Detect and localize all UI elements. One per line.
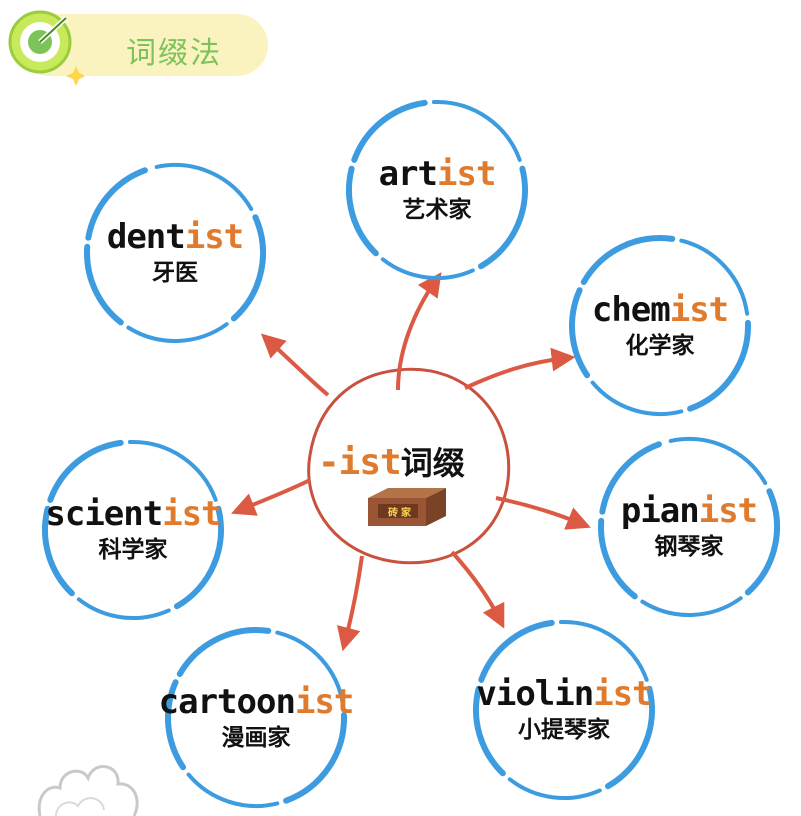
ring-segment <box>351 99 428 163</box>
node-ring <box>165 627 347 808</box>
meaning-pianist: 钢琴家 <box>654 534 724 560</box>
word-dentist: dentist <box>106 217 244 257</box>
ring-segment <box>473 685 506 777</box>
meaning-chemist: 化学家 <box>625 333 695 359</box>
arrow-to-artist <box>396 272 442 391</box>
ring-segment <box>569 287 591 379</box>
ring-segment <box>558 620 649 682</box>
center-title: -ist词缀 <box>318 438 465 484</box>
arrow-to-scientist <box>231 478 311 516</box>
word-pianist: pianist <box>620 491 758 531</box>
word-suffix: ist <box>162 494 221 534</box>
ring-segment <box>275 630 346 708</box>
word-stem: scient <box>45 494 163 534</box>
ring-segment <box>84 243 124 326</box>
ring-segment <box>507 777 602 800</box>
word-stem: violin <box>476 674 594 714</box>
arrow-to-violinist <box>450 550 505 629</box>
ring-segment <box>76 597 171 620</box>
meaning-dentist: 牙医 <box>152 260 198 286</box>
meaning-scientist: 科学家 <box>98 537 168 563</box>
ring-segment <box>478 165 528 270</box>
ring-segment <box>283 711 347 804</box>
word-suffix: ist <box>669 290 729 330</box>
ring-segment <box>599 441 662 515</box>
target-arrow-icon <box>8 10 84 86</box>
ring-segment <box>478 619 555 683</box>
word-suffix: ist <box>437 154 496 194</box>
ring-segment <box>346 165 379 257</box>
ring-segment <box>154 163 254 211</box>
arrow-to-cartoonist <box>336 555 364 652</box>
meaning-cartoonist: 漫画家 <box>221 725 291 751</box>
ring-segment <box>165 679 187 771</box>
ring-segment <box>380 257 475 280</box>
ring-segment <box>85 167 148 241</box>
decorative-cloud-icon <box>37 765 139 816</box>
word-violinist: violinist <box>476 674 652 714</box>
ring-segment <box>176 627 272 677</box>
word-suffix: ist <box>184 217 244 257</box>
ring-segment <box>174 505 224 610</box>
ring-segment <box>126 322 229 343</box>
ring-segment <box>598 517 638 600</box>
ring-segment <box>431 100 522 162</box>
node-ring <box>84 163 266 343</box>
ring-segment <box>668 437 768 485</box>
center-text: 词缀 <box>400 444 465 482</box>
arrow-to-dentist <box>260 333 330 397</box>
ring-segment <box>42 505 75 597</box>
word-stem: cartoon <box>158 682 296 722</box>
word-suffix: ist <box>593 674 652 714</box>
word-chemist: chemist <box>591 290 729 330</box>
node-ring <box>346 99 528 280</box>
word-suffix: ist <box>294 682 354 722</box>
ring-segment <box>230 214 266 322</box>
ring-segment <box>687 319 751 412</box>
node-ring <box>598 437 780 617</box>
word-suffix: ist <box>698 491 758 531</box>
ring-segment <box>605 685 655 790</box>
brick-icon <box>368 488 446 526</box>
ring-segment <box>590 380 684 416</box>
arrow-to-chemist <box>464 347 576 390</box>
meaning-artist: 艺术家 <box>402 197 472 223</box>
arrow-to-pianist <box>495 496 591 530</box>
ring-segment <box>679 238 750 316</box>
word-stem: pian <box>620 491 700 531</box>
word-stem: art <box>378 154 438 194</box>
word-artist: artist <box>378 154 497 194</box>
ring-segment <box>640 596 743 617</box>
ring-segment <box>186 772 280 808</box>
ring-segment <box>744 488 780 596</box>
ring-segment <box>580 235 676 285</box>
ring-segment <box>47 439 124 503</box>
word-stem: chem <box>591 290 671 330</box>
word-scientist: scientist <box>45 494 221 534</box>
brick-label: 砖家 <box>388 508 414 519</box>
word-stem: dent <box>106 217 186 257</box>
node-ring <box>569 235 751 416</box>
node-ring <box>473 619 655 800</box>
center-suffix: -ist <box>318 442 402 483</box>
ring-segment <box>127 440 218 502</box>
center-ring <box>307 367 511 565</box>
page-title: 词缀法 <box>126 36 222 71</box>
node-ring <box>42 439 224 620</box>
meaning-violinist: 小提琴家 <box>518 717 610 743</box>
word-cartoonist: cartoonist <box>158 682 355 722</box>
